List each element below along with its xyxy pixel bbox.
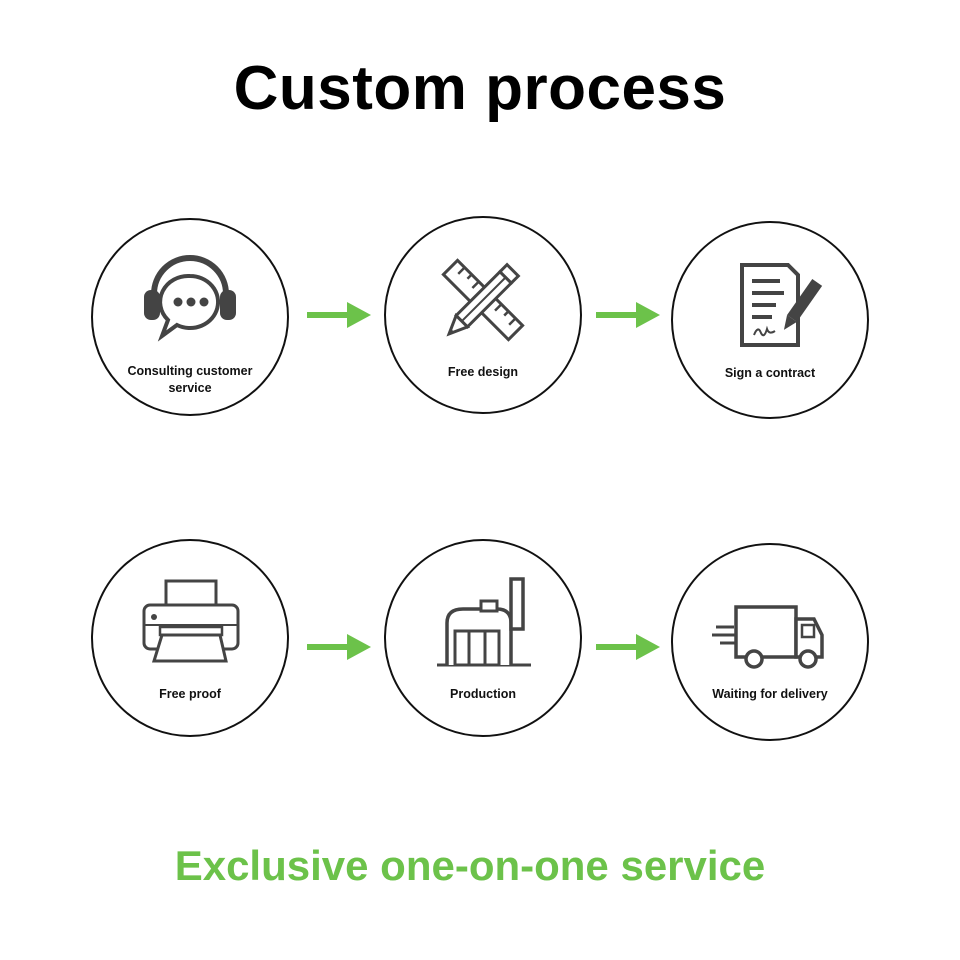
step-label: Production [450,687,516,701]
step-sign-contract: Sign a contract [671,221,869,419]
pencil-ruler-icon [423,250,543,350]
factory-icon [423,573,543,673]
step-label: Free proof [159,687,221,701]
step-free-proof: Free proof [91,539,289,737]
arrow-right-icon [307,633,371,661]
page-title: Custom process [233,54,727,123]
step-free-design: Free design [384,216,582,414]
step-production: Production [384,539,582,737]
footer-tagline: Exclusive one-on-one service [174,842,766,889]
arrow-right-icon [307,301,371,329]
delivery-truck-icon [710,577,830,677]
headset-chat-icon [130,252,250,352]
step-consulting: Consulting customer service [91,218,289,416]
contract-pen-icon [710,255,830,355]
printer-icon [130,573,250,673]
step-label: Consulting customer service [127,364,253,395]
step-waiting-delivery: Waiting for delivery [671,543,869,741]
step-label: Free design [447,365,519,379]
step-label: Waiting for delivery [712,687,828,701]
arrow-right-icon [596,301,660,329]
step-label: Sign a contract [724,366,816,380]
arrow-right-icon [596,633,660,661]
